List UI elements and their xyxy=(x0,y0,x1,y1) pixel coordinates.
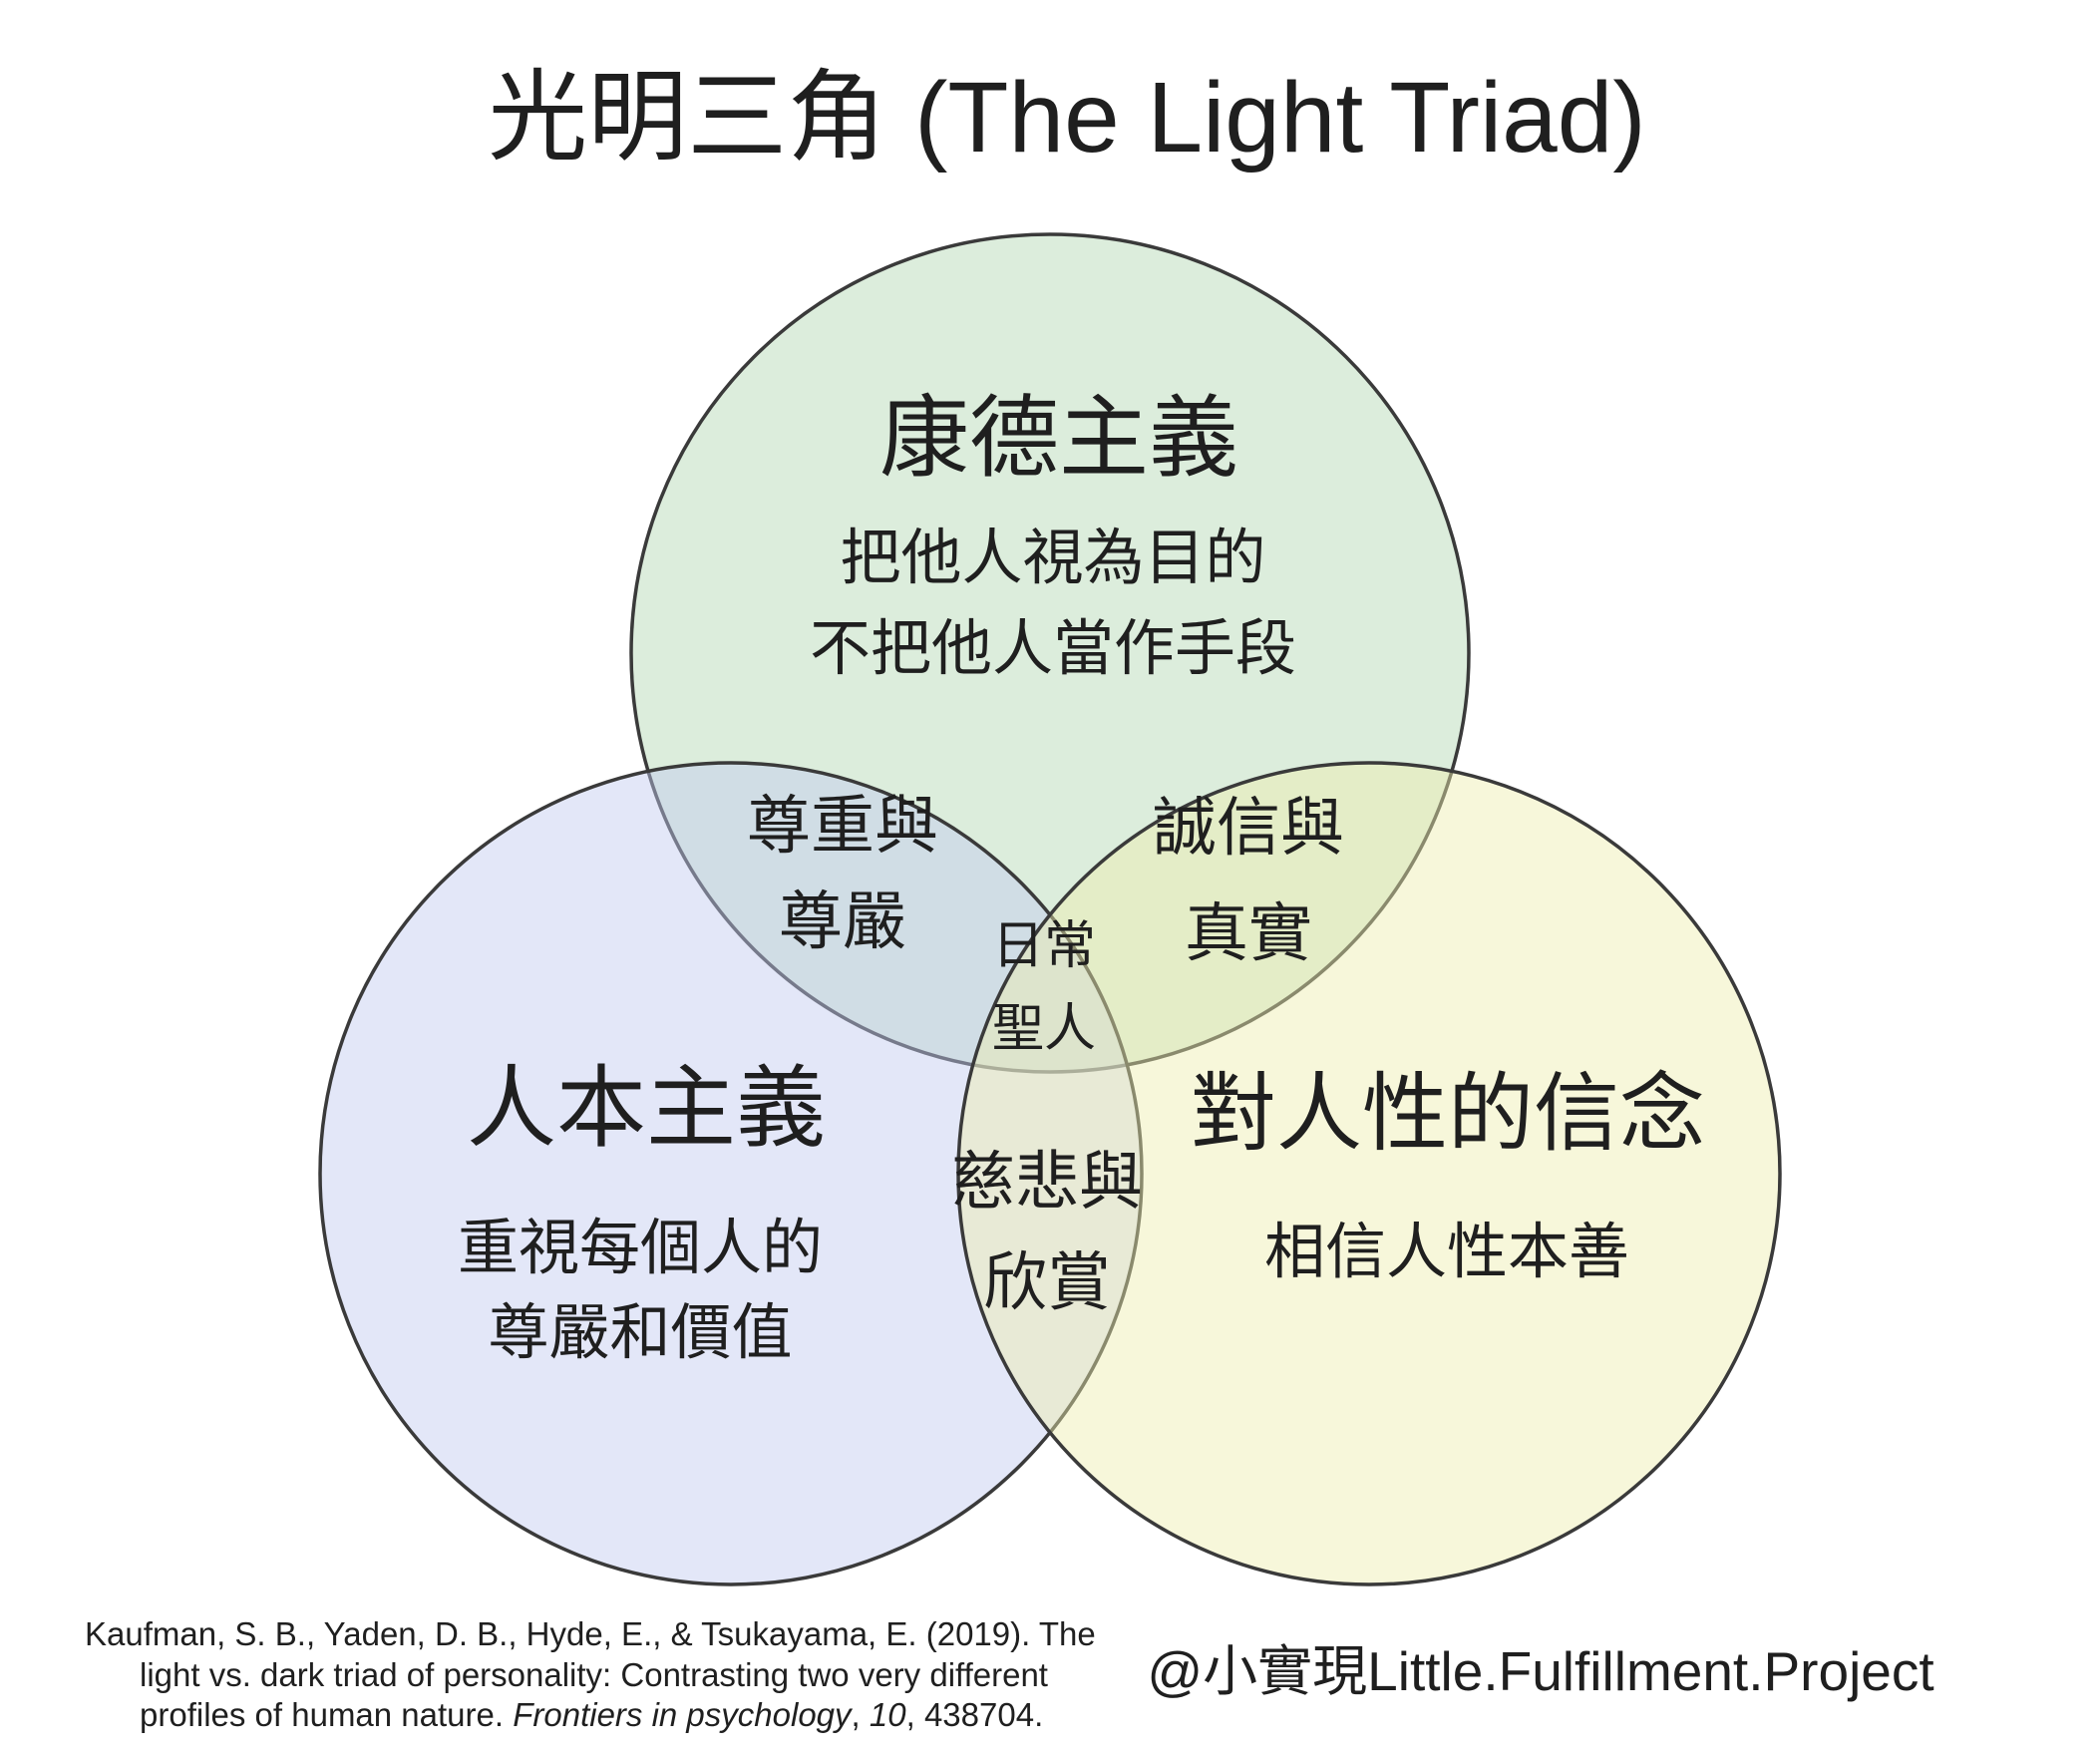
page-title: 光明三角 (The Light Triad) xyxy=(488,62,1645,174)
overlap-top-right-line2: 真實 xyxy=(1185,897,1312,969)
overlap-top-left-line1: 尊重與 xyxy=(747,790,938,862)
circle-kantianism xyxy=(629,232,1471,1074)
overlap-top-right-line1: 誠信與 xyxy=(1153,792,1344,864)
humanism-desc-line2: 尊嚴和價值 xyxy=(488,1298,792,1366)
circle-humanism xyxy=(318,761,1144,1586)
humanism-desc-line1: 重視每個人的 xyxy=(458,1214,823,1281)
citation-line3-pre: profiles of human nature. xyxy=(140,1696,513,1733)
overlap-top-left-line2: 尊嚴 xyxy=(779,885,906,957)
circle-faith-in-humanity xyxy=(956,761,1782,1586)
overlap-center-line2: 聖人 xyxy=(992,1000,1096,1058)
faith-in-humanity-title: 對人性的信念 xyxy=(1191,1066,1705,1162)
humanism-title: 人本主義 xyxy=(467,1059,826,1159)
kantianism-desc-line1: 把他人視為目的 xyxy=(840,524,1265,591)
overlap-center-line1: 日常 xyxy=(992,917,1096,975)
overlap-bottom-line2: 欣賞 xyxy=(983,1246,1111,1318)
overlap-bottom-line1: 慈悲與 xyxy=(951,1146,1143,1218)
citation-line3-sep: , xyxy=(852,1696,870,1733)
citation: Kaufman, S. B., Yaden, D. B., Hyde, E., … xyxy=(85,1615,1096,1733)
kantianism-title: 康德主義 xyxy=(879,389,1238,489)
kantianism-desc-line2: 不把他人當作手段 xyxy=(810,614,1296,682)
citation-journal: Frontiers in psychology xyxy=(513,1696,854,1733)
citation-line3-post: , 438704. xyxy=(906,1696,1044,1733)
citation-line1: Kaufman, S. B., Yaden, D. B., Hyde, E., … xyxy=(85,1615,1096,1652)
faith-in-humanity-desc-line1: 相信人性本善 xyxy=(1264,1218,1629,1285)
citation-line2: light vs. dark triad of personality: Con… xyxy=(140,1656,1048,1693)
citation-line3: profiles of human nature. Frontiers in p… xyxy=(140,1696,1043,1733)
social-handle: @小實現Little.Fulfillment.Project xyxy=(1147,1640,1933,1702)
citation-volume: 10 xyxy=(870,1696,906,1733)
